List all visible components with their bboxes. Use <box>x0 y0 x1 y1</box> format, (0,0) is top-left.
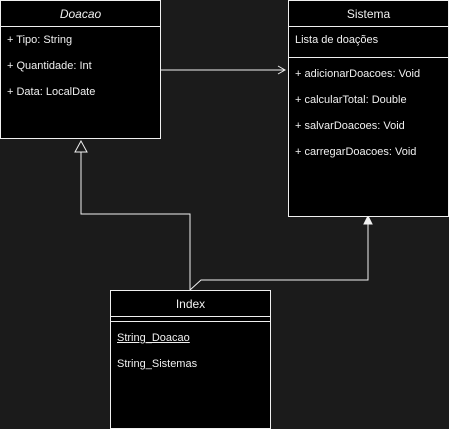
class-doacao-name: Doacao <box>1 1 160 27</box>
class-sistema-name: Sistema <box>289 1 448 27</box>
sistema-method-salvar: + salvarDoacoes: Void <box>295 120 405 132</box>
doacao-attribute-tipo: + Tipo: String <box>7 34 73 46</box>
sistema-attribute-lista: Lista de doações <box>295 34 379 46</box>
index-attribute-string-doacao: String_Doacao <box>117 332 190 344</box>
sistema-divider <box>289 57 448 58</box>
index-attribute-string-sistemas: String_Sistemas <box>117 358 198 370</box>
association-line-index-sistema <box>189 222 369 291</box>
class-index-name: Index <box>111 291 270 317</box>
doacao-attribute-quantidade: + Quantidade: Int <box>7 60 92 72</box>
class-doacao[interactable]: Doacao + Tipo: String + Quantidade: Int … <box>0 0 161 139</box>
class-sistema[interactable]: Sistema Lista de doações + adicionarDoac… <box>288 0 449 217</box>
sistema-method-carregar: + carregarDoacoes: Void <box>295 146 417 158</box>
generalization-triangle-doacao <box>74 139 88 153</box>
doacao-attribute-data: + Data: LocalDate <box>7 86 96 98</box>
association-arrowhead-sistema <box>277 65 287 75</box>
class-index[interactable]: Index String_Doacao String_Sistemas <box>110 290 271 429</box>
generalization-line-index-doacao <box>80 152 191 290</box>
index-divider <box>111 321 270 322</box>
association-arrowhead-sistema-index <box>363 214 373 225</box>
sistema-method-adicionar: + adicionarDoacoes: Void <box>295 68 421 80</box>
sistema-method-calcular: + calcularTotal: Double <box>295 94 407 106</box>
